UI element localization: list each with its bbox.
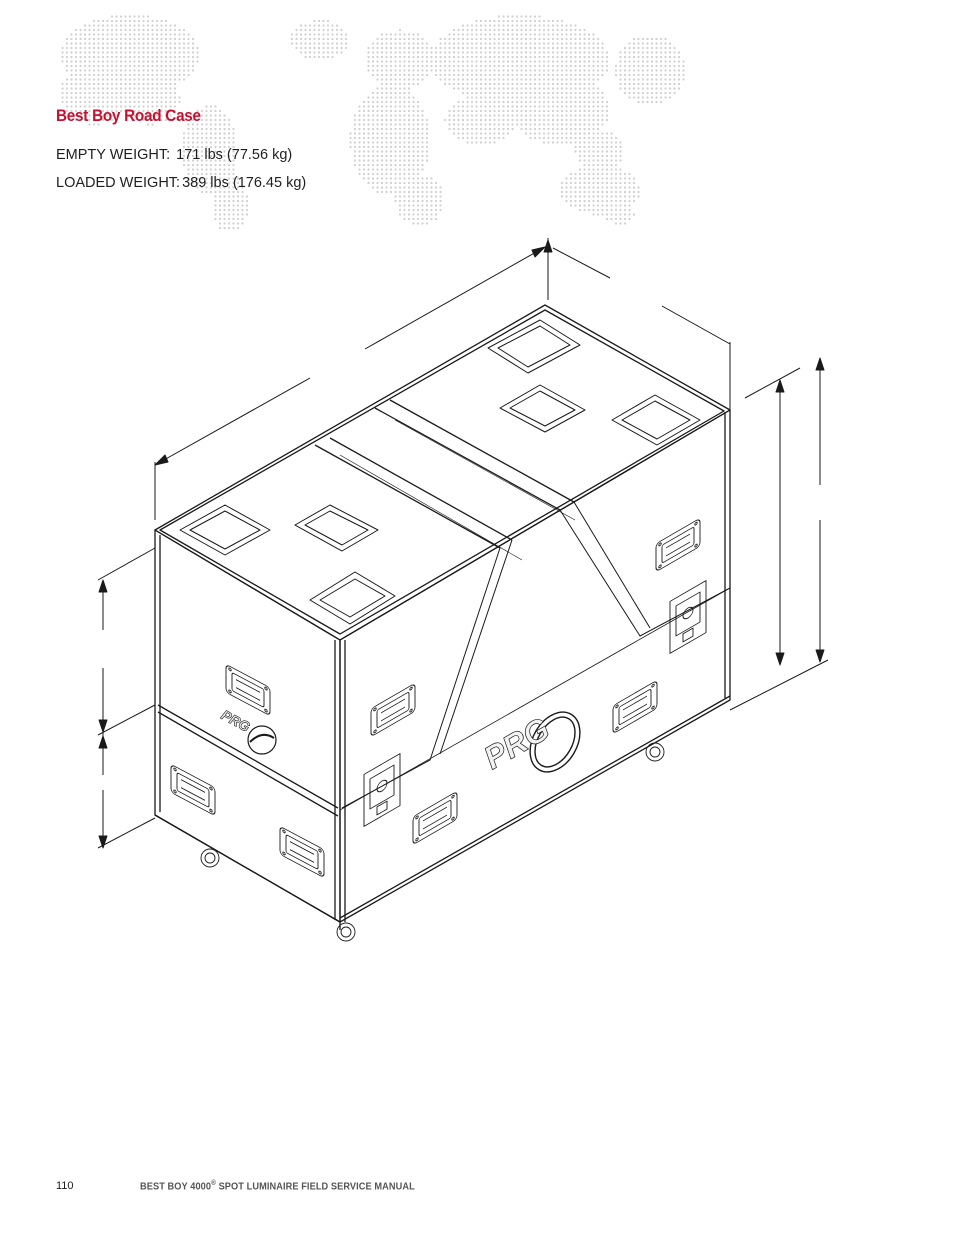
manual-title: BEST BOY 4000® SPOT LUMINAIRE FIELD SERV…: [140, 1180, 415, 1192]
road-case-drawing: PRG PRG: [97, 238, 829, 942]
top-handles: [179, 319, 701, 625]
prg-logo-front-text: PRG: [219, 707, 253, 735]
prg-logo-side: [529, 711, 581, 773]
empty-weight-spec: EMPTY WEIGHT: 171 lbs (77.56 kg): [56, 147, 292, 163]
case-side-face: [339, 409, 731, 923]
manual-title-suffix: SPOT LUMINAIRE FIELD SERVICE MANUAL: [215, 1181, 415, 1193]
case-top-surface: [154, 304, 731, 641]
loaded-weight-spec: LOADED WEIGHT:389 lbs (176.45 kg): [56, 175, 306, 191]
empty-weight-label: EMPTY WEIGHT:: [56, 147, 171, 163]
section-heading: Best Boy Road Case: [56, 106, 201, 125]
dimension-lines: [97, 238, 829, 849]
page-number: 110: [56, 1180, 74, 1192]
loaded-weight-label: LOADED WEIGHT:: [56, 175, 181, 191]
side-handles: [170, 517, 701, 879]
world-map-background: [61, 15, 685, 230]
empty-weight-value: 171 lbs (77.56 kg): [176, 147, 293, 163]
loaded-weight-value: 389 lbs (176.45 kg): [182, 175, 307, 191]
registered-mark: ®: [211, 1180, 216, 1187]
manual-title-prefix: BEST BOY 4000: [140, 1181, 212, 1193]
prg-logo-front: [247, 725, 277, 755]
